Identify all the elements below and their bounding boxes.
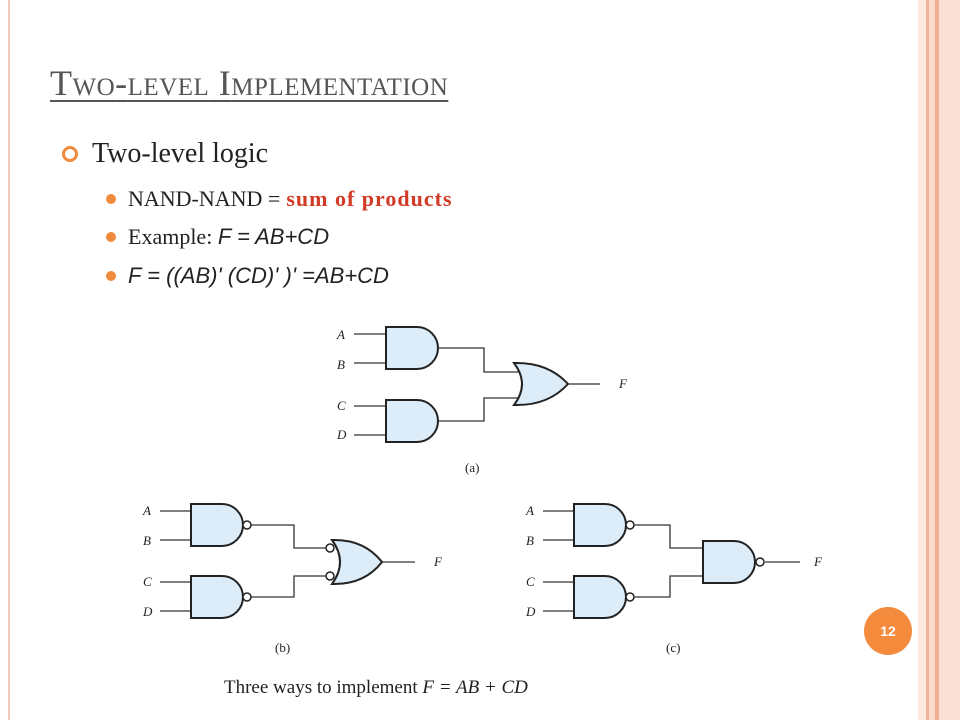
input-label-b: B — [337, 357, 345, 372]
bullet-1-highlight: sum of products — [286, 186, 453, 211]
gate-wires — [251, 524, 415, 598]
figure-caption: Three ways to implement F = AB + CD — [224, 677, 528, 699]
input-label-d: D — [336, 427, 347, 442]
panel-label-a: (a) — [465, 460, 479, 475]
input-label-a: A — [525, 503, 534, 518]
inverter-bubble-icon — [755, 557, 765, 567]
panel-label-c: (c) — [666, 640, 680, 655]
input-wires — [160, 510, 191, 612]
diagram-panel-c: A B C D F (c) — [525, 503, 823, 655]
inverter-bubble-icon — [625, 520, 635, 530]
caption-formula: F = AB + CD — [422, 677, 528, 698]
nand-gate-icon — [190, 503, 244, 547]
output-label: F — [813, 554, 823, 569]
bullet-level2: Example: F = AB+CD — [106, 224, 329, 250]
caption-prefix: Three ways to implement — [224, 677, 418, 698]
nand-gate-icon — [702, 540, 756, 584]
title-third-initial: I — [218, 63, 232, 103]
title-hyphen: - — [115, 63, 128, 103]
inverter-bubble-icon — [625, 592, 635, 602]
or-gate-icon — [512, 361, 570, 407]
diagram-panel-b: A B C D F (b) — [142, 503, 443, 655]
nand-gate-icon — [190, 575, 244, 619]
right-border-stripe — [926, 0, 929, 720]
inverter-bubble-icon — [325, 571, 335, 581]
and-gate-icon — [385, 399, 439, 443]
right-border-stripe — [918, 0, 926, 720]
input-label-b: B — [143, 533, 151, 548]
input-label-c: C — [337, 398, 346, 413]
bullet-1-prefix: NAND-NAND = — [128, 186, 281, 211]
input-label-a: A — [336, 327, 345, 342]
panel-label-b: (b) — [275, 640, 290, 655]
bullet-3-formula: F = ((AB)' (CD)' )' =AB+CD — [128, 263, 389, 288]
input-label-a: A — [142, 503, 151, 518]
input-wires — [543, 510, 574, 612]
input-label-d: D — [142, 604, 153, 619]
bullet-main-text: Two-level logic — [92, 138, 269, 169]
left-border-rule — [8, 0, 10, 720]
bullet-2-formula: F = AB+CD — [217, 224, 330, 249]
input-label-c: C — [143, 574, 152, 589]
nand-gate-icon — [573, 575, 627, 619]
slide-title: Two-level Implementation — [50, 62, 448, 104]
nand-gate-icon — [573, 503, 627, 547]
right-border-stripe — [935, 0, 939, 720]
gate-wires — [634, 524, 800, 598]
dot-bullet-icon — [106, 271, 116, 281]
title-first-initial: T — [50, 63, 73, 103]
bullet-2-prefix: Example: — [128, 224, 213, 249]
bullet-level2: F = ((AB)' (CD)' )' =AB+CD — [106, 263, 389, 289]
input-label-d: D — [525, 604, 536, 619]
bullet-level2: NAND-NAND = sum of products — [106, 186, 453, 212]
right-border-stripe — [929, 0, 935, 720]
title-third-rest: mplementation — [231, 63, 449, 103]
inverter-bubble-icon — [325, 543, 335, 553]
or-gate-icon — [330, 538, 384, 586]
input-wires — [354, 333, 386, 436]
diagram-panel-a: A B C D F (a) — [336, 326, 628, 475]
gate-wires — [438, 347, 600, 422]
and-gate-icon — [385, 326, 439, 370]
bullet-level1: Two-level logic — [62, 138, 268, 170]
dot-bullet-icon — [106, 232, 116, 242]
title-first-rest: wo — [72, 63, 116, 103]
dot-bullet-icon — [106, 194, 116, 204]
output-label: F — [433, 554, 443, 569]
inverter-bubble-icon — [242, 592, 252, 602]
right-border-stripe — [939, 0, 960, 720]
ring-bullet-icon — [62, 146, 78, 162]
page-number-badge: 12 — [864, 607, 912, 655]
input-label-b: B — [526, 533, 534, 548]
inverter-bubble-icon — [242, 520, 252, 530]
input-label-c: C — [526, 574, 535, 589]
output-label: F — [618, 376, 628, 391]
title-second: level — [127, 63, 210, 103]
